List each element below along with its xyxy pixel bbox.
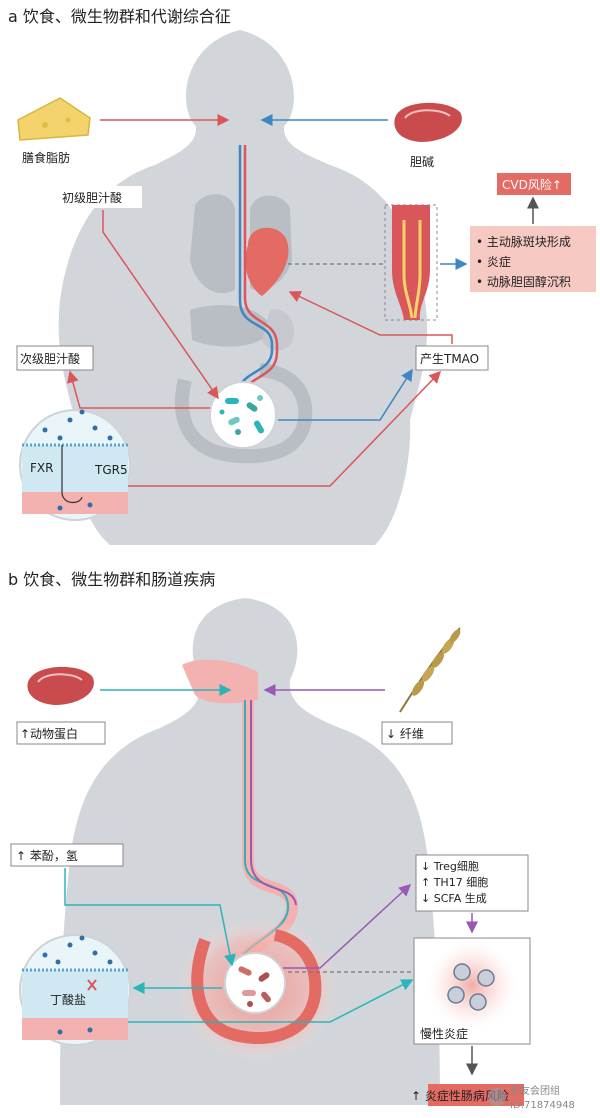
- mouth-cavity: [182, 659, 258, 704]
- label-phenol-h2: ↑ 苯酚，氢: [16, 848, 78, 863]
- arrow-phenol-to-gut: [64, 868, 236, 967]
- microbiota-circle-a: [209, 381, 277, 449]
- label-secondary-bile-acid: 次级胆汁酸: [20, 351, 80, 366]
- arrow-tmao-to-heart: [288, 291, 453, 344]
- box-secondary-bile-acid: [16, 345, 94, 371]
- arrow-gut-to-immune: [283, 883, 412, 969]
- watermark-line-2: ID:71874948: [510, 1100, 575, 1111]
- immune-line-2: ↑ TH17 细胞: [421, 876, 488, 889]
- arrow-butyrate-to-inflammation: [128, 979, 414, 1023]
- arrow-tgr5-to-tmao: [128, 370, 442, 487]
- intestines-b: [191, 929, 322, 1045]
- panel-b-title: b 饮食、微生物群和肠道疾病: [8, 570, 215, 589]
- label-cvd-risk: CVD风险↑: [502, 177, 562, 192]
- body-silhouette-a: [58, 30, 428, 545]
- box-primary-bile-acid: [58, 186, 142, 208]
- label-dietary-fat: 膳食脂肪: [22, 150, 70, 165]
- panel-a: a 饮食、微生物群和代谢综合征: [8, 7, 596, 545]
- cheese-icon: [17, 97, 91, 141]
- label-fxr: FXR: [30, 461, 53, 475]
- wheat-icon: [399, 627, 461, 713]
- gi-tract-a: [238, 145, 274, 386]
- watermark-line-1: 彭友会团组: [510, 1084, 560, 1097]
- label-animal-protein: ↑动物蛋白: [20, 726, 78, 741]
- intestines-a: [175, 363, 313, 464]
- panel-a-title: a 饮食、微生物群和代谢综合征: [8, 7, 231, 26]
- gut-cell-zoom-a: [19, 409, 131, 521]
- heart: [245, 227, 289, 296]
- cvd-items-box: [470, 226, 596, 292]
- lungs: [190, 194, 235, 294]
- label-chronic-inflammation: 慢性炎症: [420, 1026, 468, 1041]
- box-animal-protein: [16, 721, 106, 745]
- immune-line-3: ↓ SCFA 生成: [421, 891, 487, 905]
- meat-icon-a: [394, 102, 462, 142]
- arrow-primary-bile-acid: [102, 210, 219, 400]
- cvd-item-2: • 炎症: [476, 254, 511, 269]
- cvd-item-1: • 主动脉斑块形成: [476, 234, 571, 249]
- meat-icon-b: [27, 666, 94, 705]
- stomach: [262, 309, 294, 351]
- cvd-risk-badge: [497, 173, 571, 195]
- label-primary-bile-acid: 初级胆汁酸: [62, 190, 122, 205]
- label-butyrate: 丁酸盐: [50, 992, 86, 1007]
- artery-illustration: [384, 204, 438, 321]
- label-choline: 胆碱: [410, 155, 434, 169]
- box-tmao: [415, 345, 489, 371]
- chronic-inflammation-panel: [413, 937, 531, 1045]
- label-tgr5: TGR5: [94, 463, 128, 477]
- watermark: 彭友会团组 ID:71874948: [488, 1084, 575, 1111]
- cvd-item-3: • 动脉胆固醇沉积: [476, 274, 571, 289]
- panel-b: b 饮食、微生物群和肠道疾病 ↑动物蛋白: [8, 570, 531, 1106]
- label-tmao: 产生TMAO: [420, 352, 479, 366]
- immune-line-1: ↓ Treg细胞: [421, 860, 479, 873]
- gut-cell-zoom-b: [19, 934, 131, 1046]
- box-fiber: [381, 721, 453, 745]
- box-phenol-h2: [10, 843, 124, 867]
- label-fiber: ↓ 纤维: [386, 727, 424, 741]
- box-immune-changes: [415, 854, 529, 912]
- arrow-microbe-to-tmao: [278, 368, 413, 421]
- arrow-to-secondary-bile-acid: [67, 370, 210, 409]
- label-ibd: ↑ 炎症性肠病风险: [411, 1088, 509, 1103]
- microbiota-circle-b: [224, 952, 286, 1014]
